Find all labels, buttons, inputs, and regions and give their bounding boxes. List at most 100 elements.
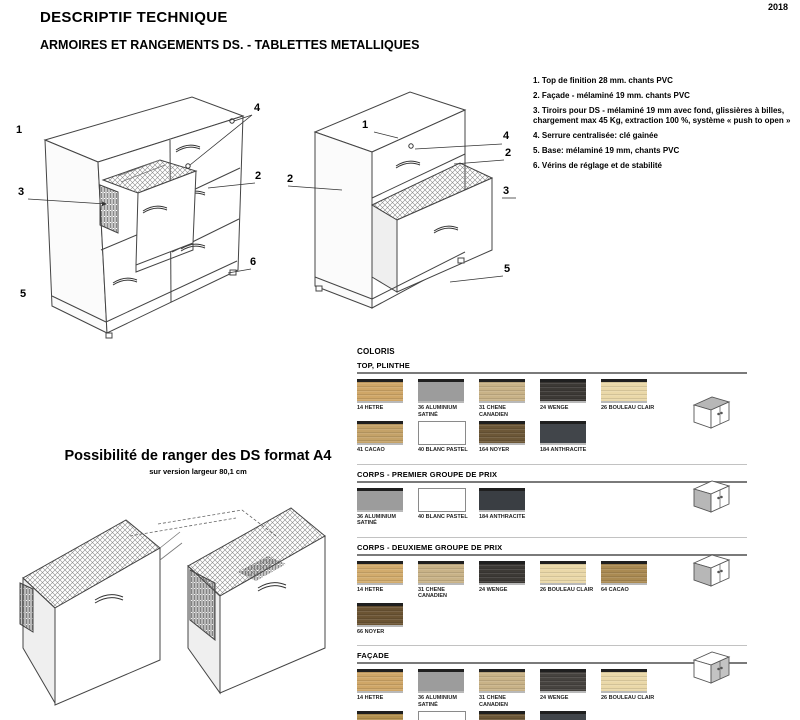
swatch-row: 14 HETRE 36 ALUMINIUM SATINÉ 31 CHENE CANA… xyxy=(357,669,747,708)
color-swatch-chip xyxy=(540,421,586,445)
color-swatch: 40 BLANC PASTEL xyxy=(418,421,474,454)
color-swatch: 41 CACAO xyxy=(357,711,413,720)
color-swatch-chip xyxy=(540,379,586,403)
color-swatch-label: 24 WENGE xyxy=(479,586,508,593)
callout-left-3: 3 xyxy=(18,186,25,198)
color-swatch: 184 ANTHRACITE xyxy=(540,421,596,454)
page-title: DESCRIPTIF TECHNIQUE xyxy=(40,9,228,26)
color-swatch-label: 164 NOYER xyxy=(479,447,510,453)
color-swatch-label: 24 WENGE xyxy=(540,695,569,701)
spec-item-2: 2. Façade - mélaminé 19 mm. chants PVC xyxy=(533,91,690,100)
cabinet-side-highlight-icon xyxy=(692,554,731,587)
color-swatch-chip xyxy=(479,487,525,512)
color-swatch-chip xyxy=(540,669,586,693)
color-swatch: 184 ANTHRACITE xyxy=(479,487,535,527)
color-swatch: 36 ALUMINIUM SATINÉ xyxy=(357,487,413,527)
section-divider xyxy=(357,553,747,556)
color-swatch-label: 41 CACAO xyxy=(357,447,385,453)
color-swatch: 40 BLANC PASTEL xyxy=(418,487,474,527)
coloris-section-title: FAÇADE xyxy=(357,651,390,660)
color-swatch: 164 NOYER xyxy=(479,421,535,454)
color-swatch-chip xyxy=(418,487,466,512)
color-swatch: 40 BLANC PASTEL xyxy=(418,711,474,720)
spec-list: 1. Top de finition 28 mm. chants PVC 2. … xyxy=(533,76,799,176)
color-swatch: 26 BOULEAU CLAIR xyxy=(601,379,657,418)
a4-note: Possibilité de ranger des DS format A4 s… xyxy=(46,448,350,476)
color-swatch-chip xyxy=(540,711,586,720)
callout-left-2: 2 xyxy=(255,170,262,182)
callout-left-1: 1 xyxy=(16,124,23,136)
color-swatch: 184 ANTHRACITE xyxy=(540,711,596,720)
swatch-row: 36 ALUMINIUM SATINÉ 40 BLANC PASTEL 184 AN… xyxy=(357,487,747,527)
callout-right-2: 2 xyxy=(505,147,512,159)
spec-item-1: 1. Top de finition 28 mm. chants PVC xyxy=(533,76,673,85)
callout-right-1: 1 xyxy=(362,119,369,131)
color-swatch: 41 CACAO xyxy=(357,421,413,454)
spec-item-6: 6. Vérins de réglage et de stabilité xyxy=(533,161,662,170)
color-swatch-label: 31 CHENE CANADIEN xyxy=(418,586,448,600)
color-swatch: 66 NOYER xyxy=(357,602,413,636)
coloris-section: FAÇADE 14 HETRE 36 ALUMINIUM SATINÉ 31 CHEN… xyxy=(357,651,747,720)
color-swatch-chip xyxy=(357,711,403,720)
swatch-row: 14 HETRE 36 ALUMINIUM SATINÉ 31 CHENE CANA… xyxy=(357,379,747,418)
color-swatch-label: 31 CHENE CANADIEN xyxy=(479,695,509,708)
color-swatch-chip xyxy=(357,487,403,512)
color-swatch: 31 CHENE CANADIEN xyxy=(479,669,535,708)
spec-item-3: 3. Tiroirs pour DS - mélaminé 19 mm avec… xyxy=(533,106,791,125)
color-swatch: 14 HETRE xyxy=(357,669,413,708)
color-swatch-chip xyxy=(357,379,403,403)
color-swatch: 36 ALUMINIUM SATINÉ xyxy=(418,669,474,708)
color-swatch-label: 40 BLANC PASTEL xyxy=(418,447,468,453)
page-subtitle: ARMOIRES ET RANGEMENTS DS. - TABLETTES M… xyxy=(40,38,420,52)
document-year: 2018 xyxy=(767,2,788,12)
callout-right-4: 4 xyxy=(503,130,510,142)
color-swatch-chip xyxy=(479,711,525,720)
swatch-row: 66 NOYER xyxy=(357,602,747,636)
callout-right-2-left: 2 xyxy=(287,173,294,185)
color-swatch-label: 26 BOULEAU CLAIR xyxy=(601,695,655,701)
section-divider xyxy=(357,372,747,374)
color-swatch-chip xyxy=(601,379,647,403)
spec-item-4: 4. Serrure centralisée: clé gainée xyxy=(533,131,658,140)
spec-item-5: 5. Base: mélaminé 19 mm, chants PVC xyxy=(533,146,680,155)
coloris-section-title: CORPS - DEUXIEME GROUPE DE PRIX xyxy=(357,542,503,552)
color-swatch-chip xyxy=(418,560,464,585)
color-swatch-label: 14 HETRE xyxy=(357,695,384,701)
a4-note-subtitle: sur version largeur 80,1 cm xyxy=(149,467,247,476)
color-swatch: 164 NOYER xyxy=(479,711,535,720)
color-swatch-label: 26 BOULEAU CLAIR xyxy=(540,586,594,593)
color-swatch-chip xyxy=(357,669,403,693)
color-swatch: 26 BOULEAU CLAIR xyxy=(601,669,657,708)
a4-note-title: Possibilité de ranger des DS format A4 xyxy=(64,448,332,464)
color-swatch: 36 ALUMINIUM SATINÉ xyxy=(418,379,474,418)
color-swatch-chip xyxy=(601,669,647,693)
drawer-detail-drawing xyxy=(19,507,326,706)
color-swatch-label: 184 ANTHRACITE xyxy=(540,447,587,453)
color-swatch: 14 HETRE xyxy=(357,379,413,418)
color-swatch-label: 24 WENGE xyxy=(540,405,569,411)
color-swatch-label: 26 BOULEAU CLAIR xyxy=(601,405,655,411)
color-swatch: 24 WENGE xyxy=(540,379,596,418)
coloris-section: TOP, PLINTHE 14 HETRE 36 ALUMINIUM SATINÉ 3… xyxy=(357,361,747,465)
callout-left-6: 6 xyxy=(250,256,257,268)
color-swatch-label: 36 ALUMINIUM SATINÉ xyxy=(418,405,457,418)
color-swatch-label: 184 ANTHRACITE xyxy=(479,513,526,520)
color-swatch-chip xyxy=(479,669,525,693)
color-swatch: 31 CHENE CANADIEN xyxy=(479,379,535,418)
color-swatch-chip xyxy=(479,421,525,445)
coloris-section-title: TOP, PLINTHE xyxy=(357,361,410,370)
callout-right-3: 3 xyxy=(503,185,510,197)
color-swatch-label: 40 BLANC PASTEL xyxy=(418,513,468,520)
color-swatch-chip xyxy=(418,421,466,445)
color-swatch-chip xyxy=(540,560,586,585)
color-swatch-chip xyxy=(418,669,464,693)
color-swatch-chip xyxy=(357,602,403,627)
color-swatch-label: 31 CHENE CANADIEN xyxy=(479,405,509,418)
callout-left-4: 4 xyxy=(254,102,261,114)
color-swatch-chip xyxy=(479,560,525,585)
swatch-row: 41 CACAO 40 BLANC PASTEL 164 NOYER 184 ANTH… xyxy=(357,421,747,454)
color-swatch-label: 36 ALUMINIUM SATINÉ xyxy=(418,695,457,708)
